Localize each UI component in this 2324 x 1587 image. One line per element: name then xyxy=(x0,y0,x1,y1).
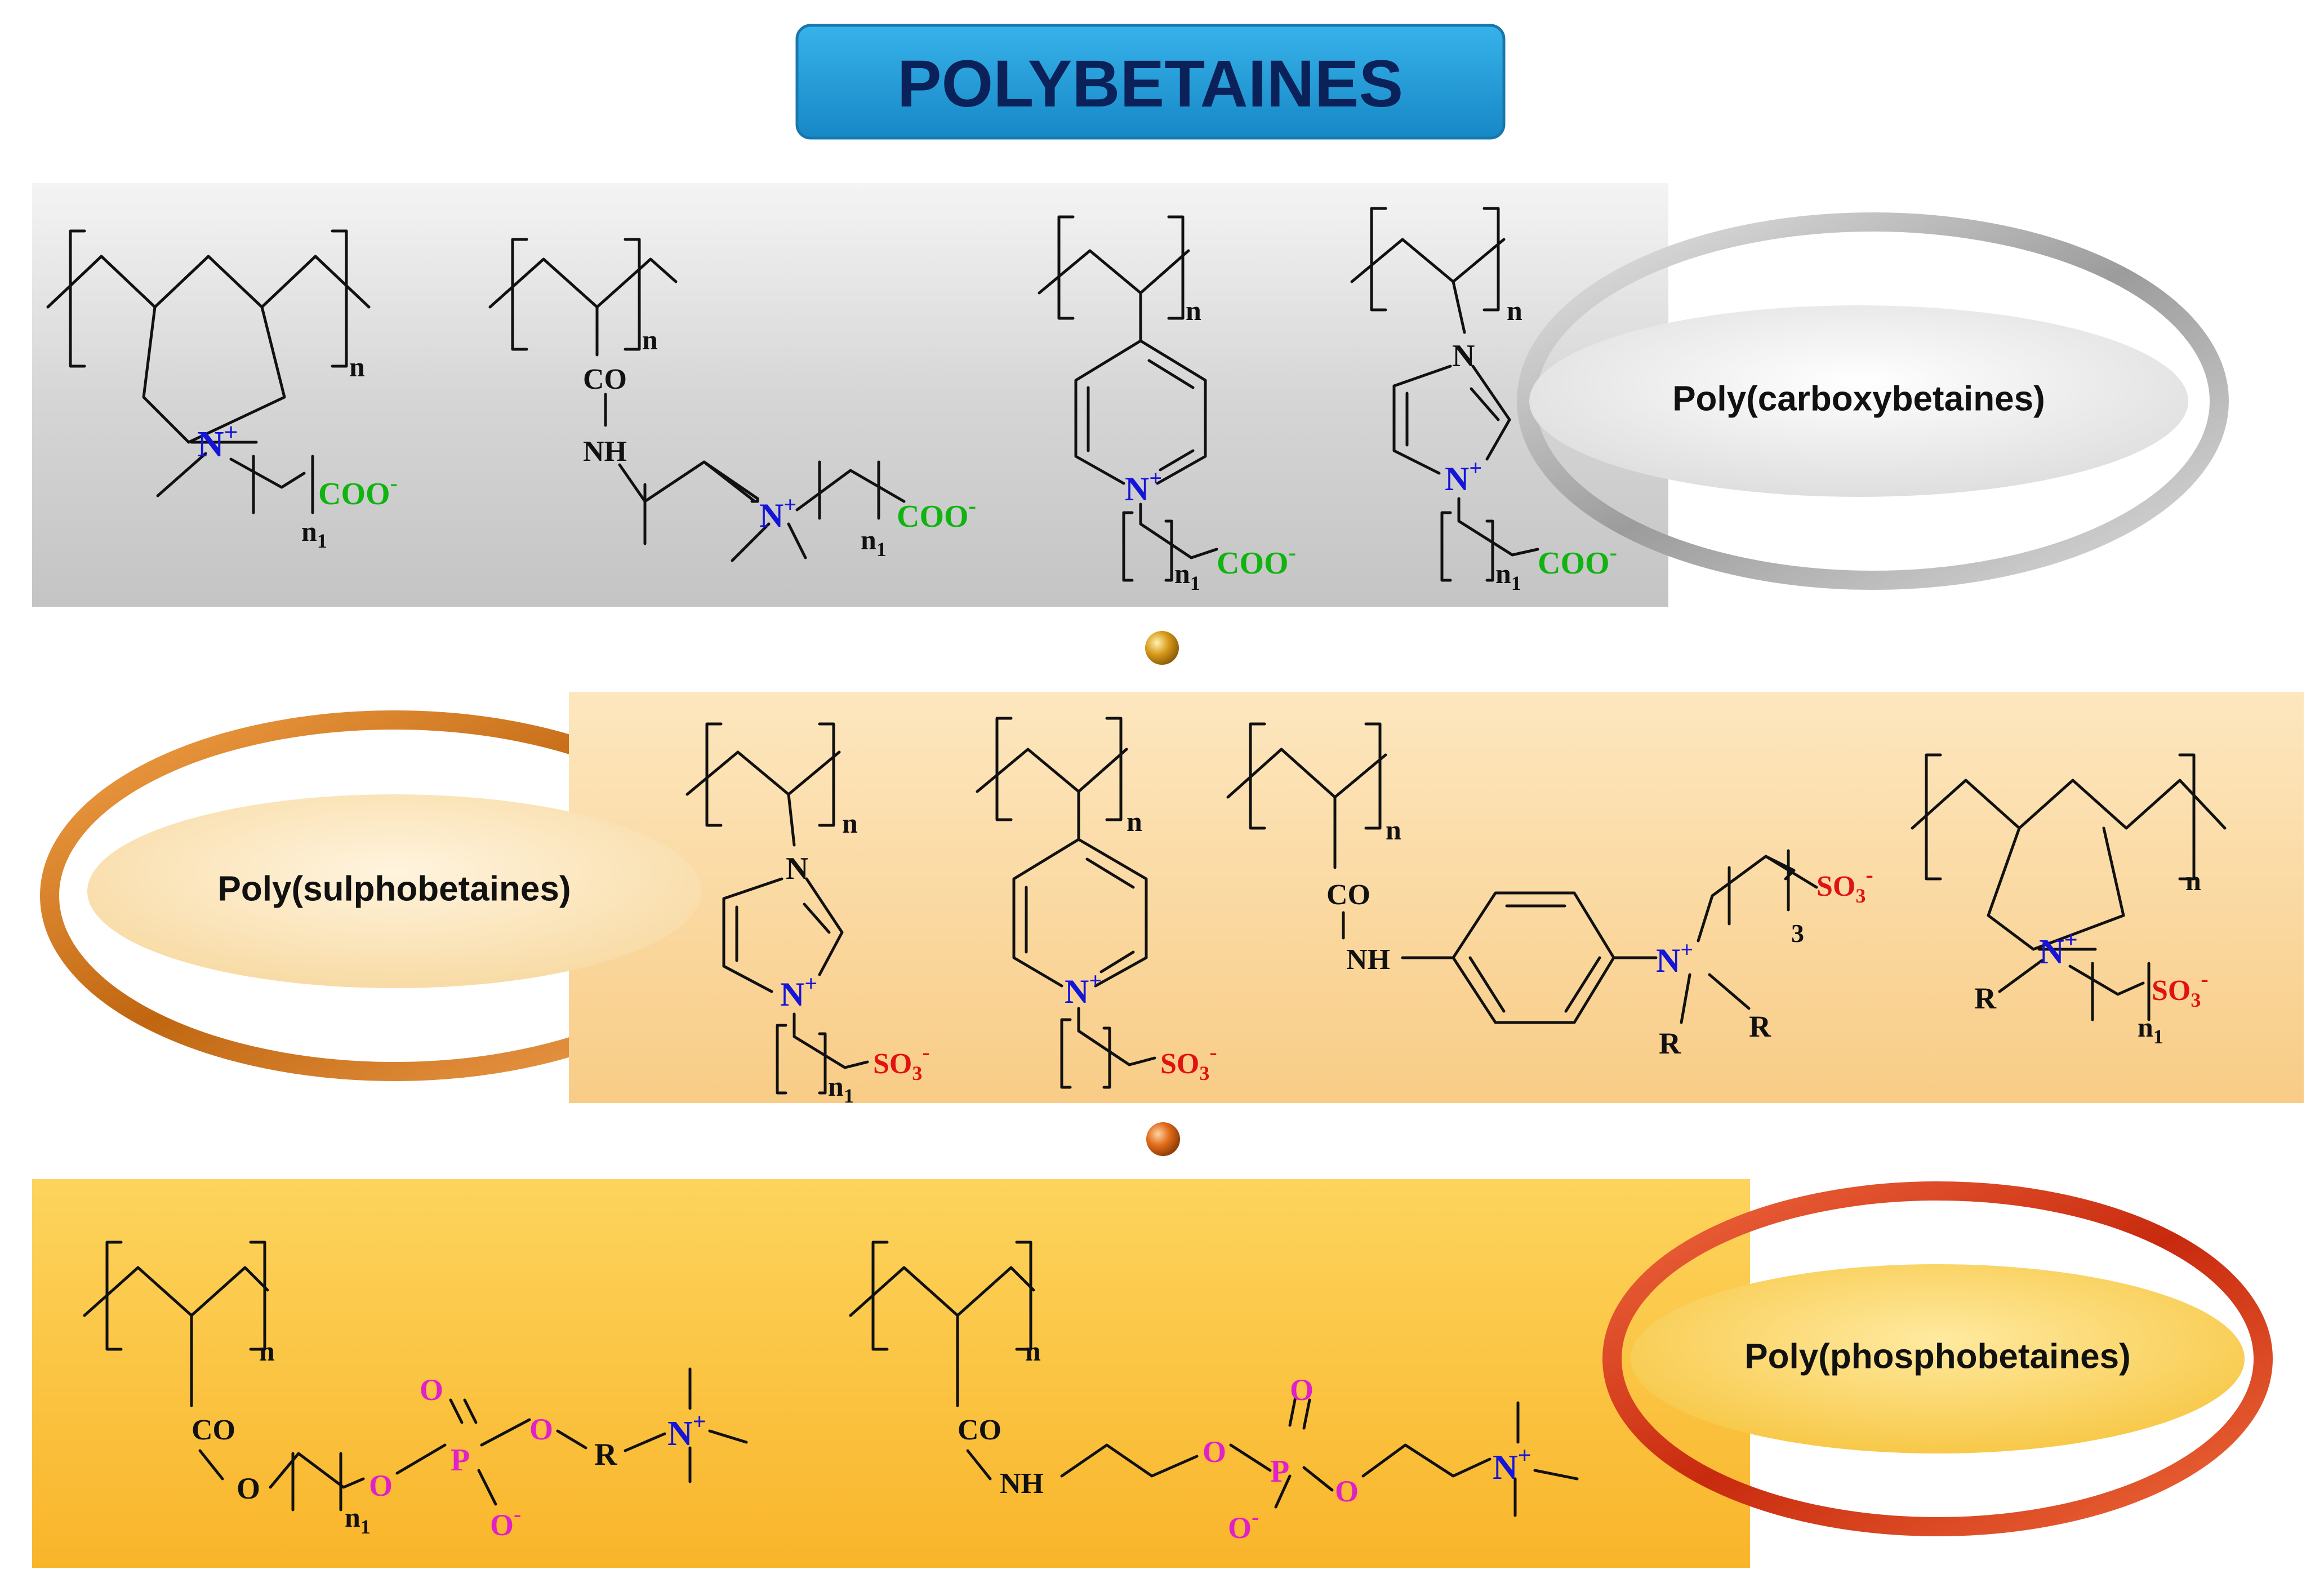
r-group: R xyxy=(594,1437,617,1472)
connector-bead xyxy=(1145,631,1179,665)
co-group: CO xyxy=(958,1414,1001,1446)
ring-nitrogen: N xyxy=(786,851,808,886)
structure-acrylamide-phosphobetaine: n CO NH O P O O O- N+ xyxy=(849,1241,1579,1545)
phosphate-oxygen: O xyxy=(1335,1474,1359,1508)
n1-label: n1 xyxy=(1495,558,1521,594)
nitrogen-plus: N+ xyxy=(1065,968,1102,1010)
nh-group: NH xyxy=(1000,1468,1044,1500)
phosphobetaines-label: Poly(phosphobetaines) xyxy=(1744,1337,2130,1376)
n-label: n xyxy=(1386,814,1401,846)
phosphorus: P xyxy=(451,1443,470,1478)
n-label: n xyxy=(1186,295,1201,326)
n-label: n xyxy=(1127,806,1142,837)
phosphorus: P xyxy=(1270,1454,1289,1489)
n-label: n xyxy=(259,1335,275,1367)
phosphate-oxygen: O xyxy=(529,1412,553,1446)
nitrogen-plus: N+ xyxy=(1656,937,1693,979)
carboxylate: COO- xyxy=(1217,540,1296,581)
r-group: R xyxy=(1749,1010,1771,1043)
n-label: n xyxy=(842,807,858,839)
nitrogen-plus: N+ xyxy=(780,971,817,1013)
connector-bead xyxy=(1146,1122,1180,1156)
nitrogen-plus: N+ xyxy=(197,419,238,465)
structure-pyridinium-sulphobetaine: n N+ SO3- xyxy=(976,717,1217,1089)
co-group: CO xyxy=(1326,879,1370,911)
carboxylate: COO- xyxy=(1538,540,1617,581)
phosphate-anion: O- xyxy=(1228,1504,1259,1545)
title-banner: POLYBETAINES xyxy=(795,24,1506,140)
phosphate-anion: O- xyxy=(490,1501,521,1542)
phosphobetaines-panel: Poly(phosphobetaines) n CO O n1 O P O O xyxy=(32,1179,2273,1568)
sulphobetaines-panel: Poly(sulphobetaines) n N N+ n1 SO3- xyxy=(40,692,2304,1107)
n-label: n xyxy=(1025,1335,1041,1367)
structure-pyrrolidinium-carboxybetaine: n N+ COO- n1 xyxy=(46,229,398,552)
sulphonate: SO3- xyxy=(1817,862,1873,907)
carboxybetaines-label: Poly(carboxybetaines) xyxy=(1672,379,2045,418)
nh-group: NH xyxy=(583,435,627,468)
structure-pyridinium-carboxybetaine: n N+ n1 COO- xyxy=(1038,215,1296,594)
nitrogen-plus: N+ xyxy=(1125,465,1162,508)
phosphobetaines-label-oval xyxy=(1631,1264,2245,1453)
n1-label: n1 xyxy=(828,1070,854,1107)
carboxybetaines-label-oval xyxy=(1529,305,2188,497)
phosphate-oxygen: O xyxy=(369,1469,393,1502)
n1-label: n1 xyxy=(861,524,887,561)
carboxylate: COO- xyxy=(318,470,398,512)
co-group: CO xyxy=(192,1414,235,1446)
phosphate-oxygen: O xyxy=(420,1373,443,1407)
r-group: R xyxy=(1659,1026,1681,1060)
n-label: n xyxy=(2185,865,2201,896)
nitrogen-plus: N+ xyxy=(759,492,796,534)
structure-pyrrolidinium-sulphobetaine: n N+ R SO3- n1 xyxy=(1911,753,2227,1048)
carboxylate: COO- xyxy=(897,493,976,534)
sulphonate: SO3- xyxy=(1160,1039,1217,1084)
n1-label: n1 xyxy=(301,515,327,552)
n1-label: n1 xyxy=(1174,558,1200,594)
nitrogen-plus: N+ xyxy=(2039,927,2078,971)
n-label: n xyxy=(642,324,658,355)
nitrogen-plus: N+ xyxy=(667,1409,706,1453)
carboxybetaines-panel: Poly(carboxybetaines) n N+ COO- n1 xyxy=(32,183,2229,607)
phosphobetaines-ring xyxy=(1602,1181,2273,1536)
sulphonate: SO3- xyxy=(2152,966,2209,1011)
ring-nitrogen: N xyxy=(1452,339,1475,374)
sulphobetaines-label-oval xyxy=(87,794,701,988)
phosphate-oxygen: O xyxy=(1203,1435,1226,1469)
n1-label: n1 xyxy=(345,1501,371,1538)
ether-oxygen: O xyxy=(237,1472,260,1505)
n1-label: n1 xyxy=(2138,1011,2163,1048)
carboxybetaines-ring xyxy=(1517,212,2229,590)
structure-acrylamide-carboxybetaine: n CO NH N+ n1 COO- xyxy=(488,238,976,562)
page-title: POLYBETAINES xyxy=(897,47,1403,121)
r-group: R xyxy=(1974,981,1997,1015)
structure-imidazolium-carboxybetaine: n N N+ n1 COO- xyxy=(1350,207,1617,594)
nh-group: NH xyxy=(1346,944,1390,976)
nitrogen-plus: N+ xyxy=(1445,455,1482,497)
three-label: 3 xyxy=(1791,919,1804,948)
structure-anilinium-sulphobetaine: n CO NH N+ 3 SO3- R R xyxy=(1226,722,1873,1060)
sulphonate: SO3- xyxy=(873,1039,930,1084)
n-label: n xyxy=(349,351,365,383)
structure-methacrylate-phosphobetaine: n CO O n1 O P O O O- R N+ xyxy=(83,1241,748,1542)
n-label: n xyxy=(1507,295,1522,326)
phosphate-oxygen: O xyxy=(1290,1373,1314,1407)
nitrogen-plus: N+ xyxy=(1493,1443,1531,1487)
sulphobetaines-label: Poly(sulphobetaines) xyxy=(218,869,571,908)
co-group: CO xyxy=(583,363,627,395)
structure-imidazolium-sulphobetaine: n N N+ n1 SO3- xyxy=(685,722,930,1107)
